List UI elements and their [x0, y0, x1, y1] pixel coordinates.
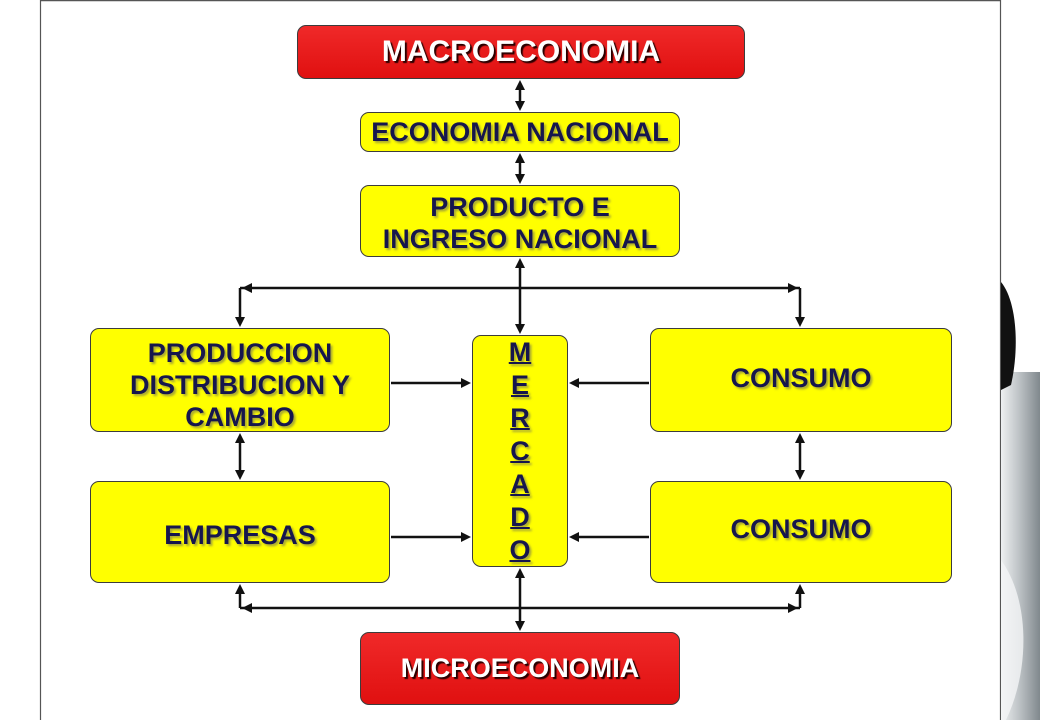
- arrow-produccion-mercado: [391, 378, 471, 388]
- arrow-consumo-top-mercado: [569, 378, 649, 388]
- mercado-letter: E: [510, 369, 529, 400]
- slide-decoration: [1001, 282, 1040, 720]
- arrowhead-left: [569, 532, 579, 542]
- consumo-bottom-box: CONSUMO: [650, 481, 952, 583]
- produccion-box: PRODUCCION DISTRIBUCION Y CAMBIO: [90, 328, 390, 432]
- microeconomia-box: MICROECONOMIA: [360, 632, 680, 705]
- arrowhead-left: [569, 378, 579, 388]
- arrowhead-up: [515, 153, 525, 163]
- arrow-mercado-micro: [515, 568, 525, 631]
- arrow-producto-mercado: [515, 258, 525, 334]
- arrowhead-right: [461, 378, 471, 388]
- slide-frame: [39, 0, 1002, 720]
- mercado-letter: C: [510, 435, 530, 466]
- arrow-empresas-mercado: [391, 532, 471, 542]
- produccion-line-3: CAMBIO: [185, 402, 295, 432]
- arrow-macro-nacional: [515, 80, 525, 111]
- mercado-letter: M: [508, 336, 532, 367]
- arrow-produccion-empresas: [235, 433, 245, 480]
- producto-ingreso-line-2: INGRESO NACIONAL: [382, 223, 658, 254]
- top-bracket-arrow: [235, 283, 805, 327]
- mercado-box: M E R C A D O: [472, 335, 568, 567]
- arrowhead-right: [788, 283, 798, 293]
- decoration-dark-arc: [1001, 282, 1016, 390]
- arrowhead-up: [235, 433, 245, 443]
- consumo-top-box: CONSUMO: [650, 328, 952, 432]
- arrowhead-left: [242, 603, 252, 613]
- arrow-nacional-producto: [515, 153, 525, 184]
- microeconomia-label: MICROECONOMIA: [400, 653, 640, 683]
- arrowhead-left: [242, 283, 252, 293]
- consumo-top-label: CONSUMO: [730, 362, 872, 393]
- arrowhead-up: [515, 258, 525, 268]
- empresas-label: EMPRESAS: [164, 519, 316, 550]
- arrowhead-right: [788, 603, 798, 613]
- arrowhead-right: [461, 532, 471, 542]
- arrowhead-up: [515, 568, 525, 578]
- produccion-line-2: DISTRIBUCION Y: [129, 370, 351, 400]
- mercado-letter: D: [510, 501, 530, 532]
- economia-nacional-label: ECONOMIA NACIONAL: [371, 116, 669, 147]
- arrowhead-down: [235, 470, 245, 480]
- arrowhead-down-left: [235, 317, 245, 327]
- producto-ingreso-box: PRODUCTO E INGRESO NACIONAL: [360, 185, 680, 257]
- decoration-light-arc: [1001, 560, 1024, 720]
- arrowhead-down-right: [795, 317, 805, 327]
- mercado-letter: O: [509, 534, 531, 565]
- consumo-bottom-label: CONSUMO: [730, 513, 872, 544]
- arrowhead-down: [515, 621, 525, 631]
- arrowhead-up-left: [235, 584, 245, 594]
- arrowhead-down: [515, 101, 525, 111]
- arrowhead-up-right: [795, 584, 805, 594]
- mercado-letter: A: [510, 468, 530, 499]
- macroeconomia-label: MACROECONOMIA: [381, 35, 661, 68]
- arrow-consumo-bottom-mercado: [569, 532, 649, 542]
- bottom-bracket-arrow: [235, 584, 805, 613]
- economia-nacional-box: ECONOMIA NACIONAL: [360, 112, 680, 152]
- arrowhead-up: [795, 433, 805, 443]
- arrowhead-up: [515, 80, 525, 90]
- arrowhead-down: [515, 174, 525, 184]
- producto-ingreso-line-1: PRODUCTO E: [430, 191, 610, 222]
- arrow-consumo-top-consumo-bottom: [795, 433, 805, 480]
- mercado-letter: R: [510, 402, 530, 433]
- arrowhead-down: [515, 324, 525, 334]
- empresas-box: EMPRESAS: [90, 481, 390, 583]
- produccion-line-1: PRODUCCION: [147, 338, 333, 368]
- arrowhead-down: [795, 470, 805, 480]
- macroeconomia-box: MACROECONOMIA: [297, 25, 745, 79]
